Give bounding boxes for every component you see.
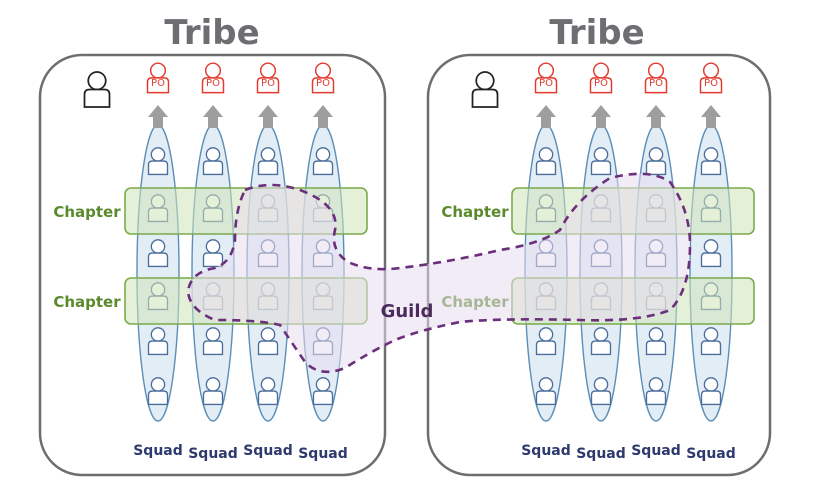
- squad-member-person-icon: [535, 327, 557, 356]
- tribe-title: Tribe: [549, 13, 644, 53]
- squad-member-person-icon: [590, 377, 612, 406]
- squad-label: Squad: [243, 443, 293, 459]
- po-label: PO: [704, 78, 718, 89]
- squad-member-person-icon: [590, 147, 612, 176]
- squad-member-person-icon: [147, 147, 169, 176]
- squad-label: Squad: [686, 446, 736, 462]
- product-owner: PO: [201, 62, 225, 94]
- product-owner: PO: [699, 62, 723, 94]
- squad-member-person-icon: [147, 239, 169, 268]
- po-label: PO: [649, 78, 663, 89]
- squad-member-person-icon: [147, 377, 169, 406]
- product-owner: PO: [256, 62, 280, 94]
- po-label: PO: [151, 78, 165, 89]
- squad-label: Squad: [298, 446, 348, 462]
- po-label: PO: [261, 78, 275, 89]
- squad-member-person-icon: [700, 377, 722, 406]
- squad-label: Squad: [631, 443, 681, 459]
- po-label: PO: [594, 78, 608, 89]
- up-arrow-icon: [148, 105, 168, 128]
- squad-member-person-icon: [257, 147, 279, 176]
- up-arrow-icon: [701, 105, 721, 128]
- squad-member-person-icon: [312, 147, 334, 176]
- squad-label: Squad: [133, 443, 183, 459]
- product-owner: PO: [146, 62, 170, 94]
- squad-member-person-icon: [202, 377, 224, 406]
- up-arrow-icon: [536, 105, 556, 128]
- squad-member-person-icon: [535, 147, 557, 176]
- squad-member-person-icon: [535, 377, 557, 406]
- squad-member-person-icon: [257, 327, 279, 356]
- tribe-title: Tribe: [164, 13, 259, 53]
- up-arrow-icon: [591, 105, 611, 128]
- chapter-label: Chapter: [53, 293, 121, 311]
- tribe-lead-person-icon: [471, 71, 499, 108]
- product-owner: PO: [589, 62, 613, 94]
- up-arrow-icon: [646, 105, 666, 128]
- guild-shape: [186, 172, 692, 374]
- squad-member-person-icon: [645, 147, 667, 176]
- chapter-label: Chapter: [53, 203, 121, 221]
- up-arrow-icon: [258, 105, 278, 128]
- squad-member-person-icon: [147, 327, 169, 356]
- squad-member-person-icon: [202, 327, 224, 356]
- squad-member-person-icon: [700, 147, 722, 176]
- squad-label: Squad: [576, 446, 626, 462]
- po-label: PO: [539, 78, 553, 89]
- tribe-lead-person-icon: [83, 71, 111, 108]
- squad-member-person-icon: [257, 377, 279, 406]
- squad-member-person-icon: [202, 239, 224, 268]
- squad-member-person-icon: [590, 327, 612, 356]
- product-owner: PO: [644, 62, 668, 94]
- squad-member-person-icon: [700, 239, 722, 268]
- guild-label: Guild: [381, 301, 434, 322]
- squad-member-person-icon: [312, 377, 334, 406]
- squad-label: Squad: [188, 446, 238, 462]
- squad-member-person-icon: [700, 327, 722, 356]
- squad-member-person-icon: [645, 327, 667, 356]
- po-label: PO: [316, 78, 330, 89]
- po-label: PO: [206, 78, 220, 89]
- squad-label: Squad: [521, 443, 571, 459]
- squad-member-person-icon: [202, 147, 224, 176]
- product-owner: PO: [311, 62, 335, 94]
- chapter-label: Chapter: [441, 203, 509, 221]
- squad-member-person-icon: [645, 377, 667, 406]
- up-arrow-icon: [203, 105, 223, 128]
- up-arrow-icon: [313, 105, 333, 128]
- product-owner: PO: [534, 62, 558, 94]
